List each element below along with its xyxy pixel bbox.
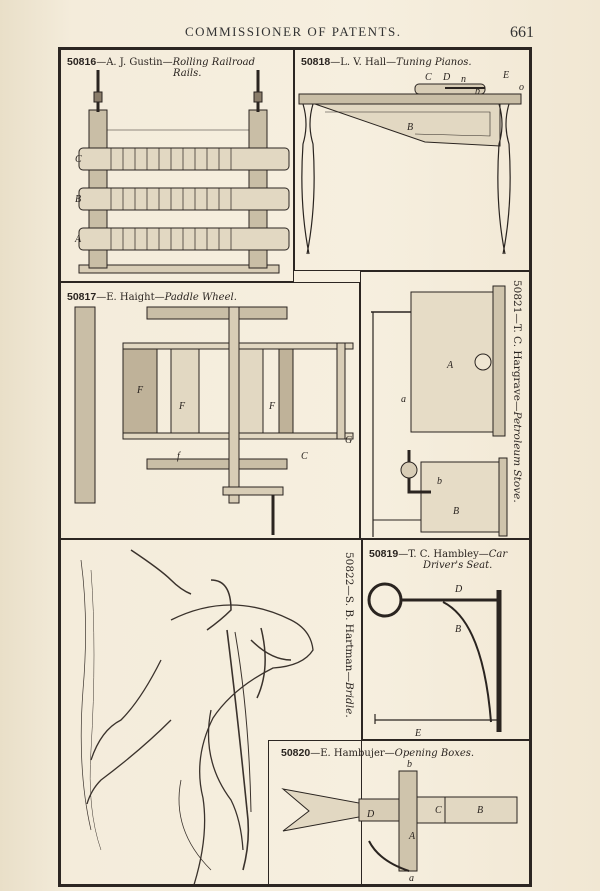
- svg-text:B: B: [455, 624, 461, 635]
- patent-50819-panel: 50819—T. C. Hambley—Car Driver's Seat. D…: [362, 539, 530, 740]
- svg-text:B: B: [477, 805, 483, 816]
- patent-50818-caption: 50818—L. V. Hall—Tuning Pianos.: [301, 56, 472, 68]
- svg-text:E: E: [414, 728, 421, 739]
- svg-text:C: C: [435, 805, 442, 816]
- svg-text:F: F: [268, 401, 276, 412]
- svg-text:C: C: [75, 154, 82, 165]
- patent-50820-caption: 50820—E. Hambujer—Opening Boxes.: [281, 747, 475, 759]
- svg-text:B: B: [453, 506, 459, 517]
- svg-text:o: o: [519, 82, 524, 93]
- patent-50821-panel: 50821—T. C. Hargrave—Petroleum Stove. A …: [360, 271, 530, 539]
- patent-50817-panel: 50817—E. Haight—Paddle Wheel. F F F: [60, 282, 360, 539]
- petroleum-stove-figure: A a b B: [371, 285, 508, 537]
- patent-50818-panel: 50818—L. V. Hall—Tuning Pianos. C D n E …: [294, 49, 530, 271]
- paddle-wheel-figure: F F F C G f: [74, 306, 354, 535]
- svg-text:C: C: [425, 72, 432, 83]
- svg-text:a: a: [401, 394, 406, 405]
- patent-50822-panel: 50822—S. B. Hartman—Bridle.: [60, 539, 362, 885]
- svg-text:b: b: [437, 476, 442, 487]
- box-opener-figure: b D C B A a: [281, 759, 518, 884]
- svg-text:n: n: [461, 74, 466, 85]
- svg-text:a: a: [409, 873, 414, 884]
- car-seat-figure: D B E: [367, 582, 502, 739]
- rolling-mill-figure: C B A: [74, 70, 290, 274]
- patent-50819-caption: 50819—T. C. Hambley—Car: [369, 548, 508, 560]
- svg-text:B: B: [407, 122, 413, 133]
- svg-text:B: B: [75, 194, 81, 205]
- svg-text:A: A: [408, 831, 416, 842]
- svg-text:E: E: [502, 70, 509, 81]
- illustration-frame: [58, 47, 532, 887]
- svg-text:C: C: [301, 451, 308, 462]
- svg-text:D: D: [442, 72, 451, 83]
- piano-tuning-figure: C D n E b o B: [298, 70, 524, 255]
- svg-text:F: F: [136, 385, 144, 396]
- patent-50816-caption: 50816—A. J. Gustin—Rolling Railroad: [67, 56, 256, 68]
- horse-bridle-figure: [80, 549, 314, 884]
- svg-text:A: A: [446, 360, 454, 371]
- patent-50820-panel: 50820—E. Hambujer—Opening Boxes. b D C B…: [268, 740, 530, 885]
- svg-text:G: G: [345, 435, 352, 446]
- running-header-title: COMMISSIONER OF PATENTS.: [185, 24, 402, 39]
- svg-text:b: b: [407, 759, 412, 770]
- patent-50816-panel: 50816—A. J. Gustin—Rolling Railroad Rail…: [60, 49, 294, 282]
- svg-text:D: D: [454, 584, 463, 595]
- patent-50817-caption: 50817—E. Haight—Paddle Wheel.: [67, 291, 237, 303]
- svg-text:A: A: [74, 234, 82, 245]
- page-number: 661: [510, 24, 534, 41]
- svg-text:D: D: [366, 809, 375, 820]
- svg-text:f: f: [177, 451, 181, 462]
- svg-text:F: F: [178, 401, 186, 412]
- svg-text:b: b: [475, 86, 480, 97]
